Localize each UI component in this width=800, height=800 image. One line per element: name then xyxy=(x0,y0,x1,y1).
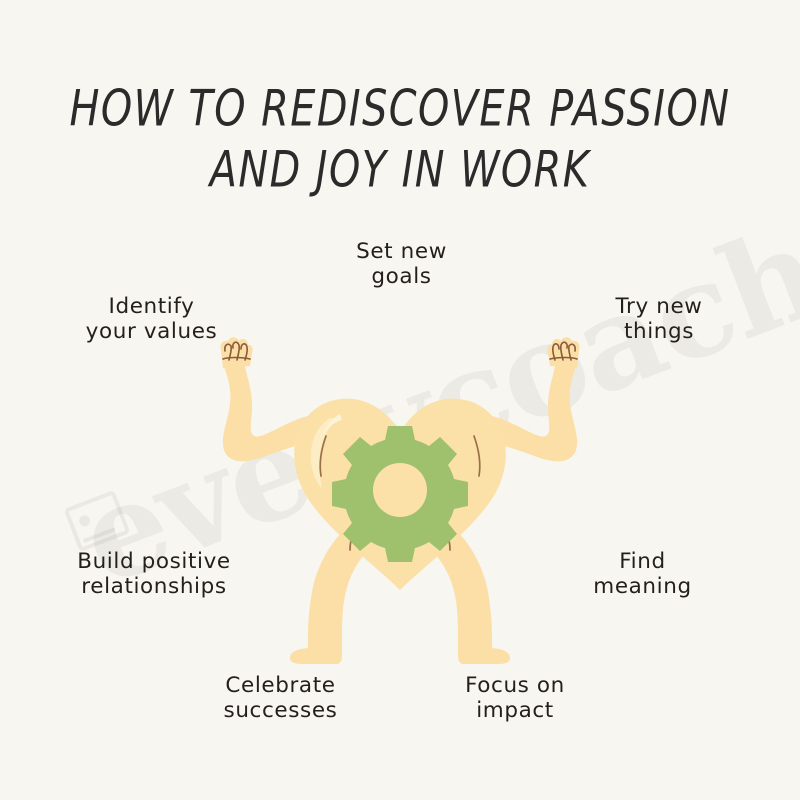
image-placeholder-icon xyxy=(63,489,131,553)
label-find-meaning: Find meaning xyxy=(593,549,692,599)
label-build-positive-relationships: Build positive relationships xyxy=(77,549,231,599)
label-try-new-things: Try new things xyxy=(615,294,703,344)
label-celebrate-successes: Celebrate successes xyxy=(223,673,338,723)
page-title-line-2: AND JOY IN WORK xyxy=(209,140,591,199)
label-identify-your-values: Identify your values xyxy=(85,294,218,344)
right-leg xyxy=(420,526,510,664)
page-title: HOW TO REDISCOVER PASSION AND JOY IN WOR… xyxy=(12,78,788,200)
heart-character-illustration xyxy=(180,330,620,670)
page-title-line-1: HOW TO REDISCOVER PASSION xyxy=(69,79,731,138)
gear-icon xyxy=(332,426,468,562)
left-leg xyxy=(290,526,380,664)
label-focus-on-impact: Focus on impact xyxy=(465,673,565,723)
label-set-new-goals: Set new goals xyxy=(356,239,447,289)
